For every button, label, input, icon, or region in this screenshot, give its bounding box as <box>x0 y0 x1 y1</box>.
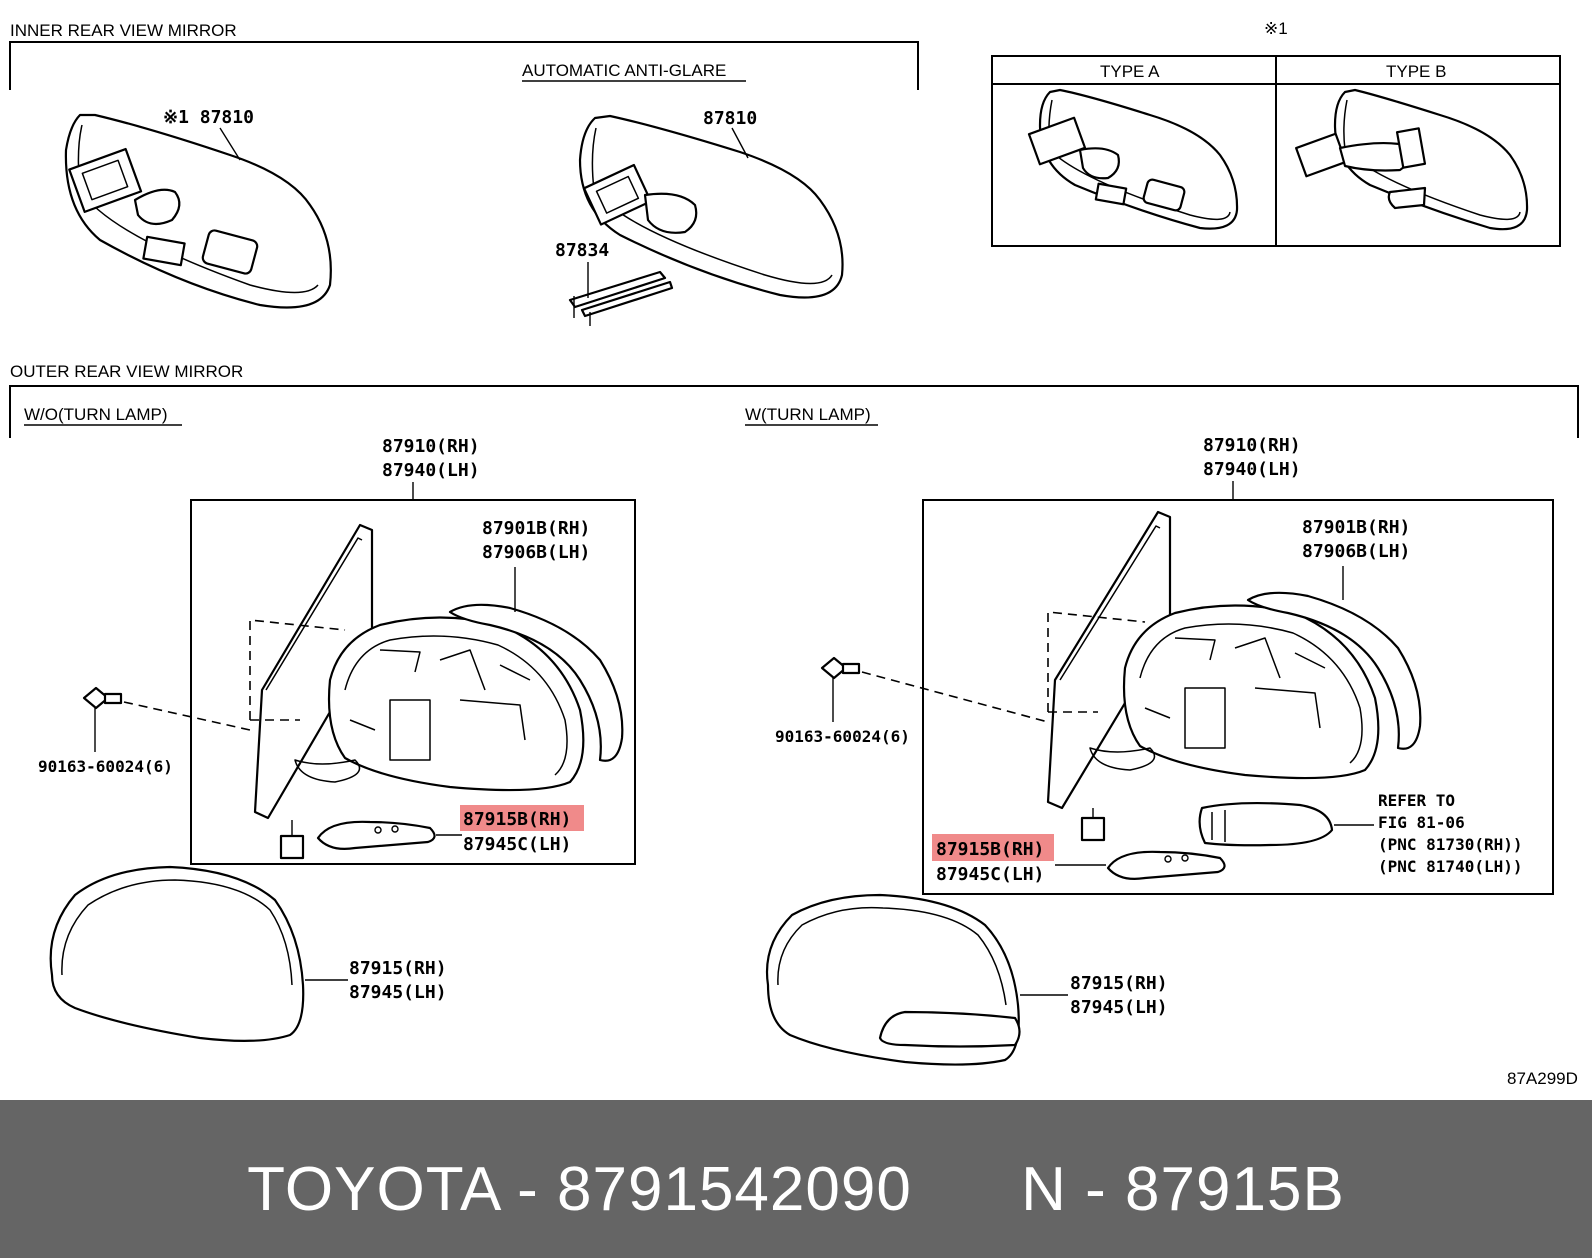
refer-line-4: (PNC 81740(LH)) <box>1378 857 1523 876</box>
left-cover-lh: 87945(LH) <box>349 982 447 1003</box>
mirror1-part-label: ※1 87810 <box>163 107 254 128</box>
left-glass-lh: 87906B(LH) <box>482 542 590 563</box>
right-heater-highlight <box>932 834 1054 861</box>
mirror2-part-label: 87810 <box>703 108 757 129</box>
auto-antiglare-title: AUTOMATIC ANTI-GLARE <box>522 61 726 80</box>
parts-diagram: INNER REAR VIEW MIRROR AUTOMATIC ANTI-GL… <box>9 19 1579 1088</box>
clip-part-label: 87834 <box>555 240 609 261</box>
left-mirror-assembly <box>249 523 624 860</box>
right-heater-rh: 87915B(RH) <box>936 839 1044 860</box>
left-cover-rh: 87915(RH) <box>349 958 447 979</box>
right-assy-rh: 87910(RH) <box>1203 435 1301 456</box>
left-screw <box>82 686 251 752</box>
left-assy-rh: 87910(RH) <box>382 436 480 457</box>
right-glass-rh: 87901B(RH) <box>1302 517 1410 538</box>
outer-section-title: OUTER REAR VIEW MIRROR <box>10 362 243 381</box>
right-cover-rh: 87915(RH) <box>1070 973 1168 994</box>
left-cover <box>49 865 348 1042</box>
refer-line-1: REFER TO <box>1378 791 1455 810</box>
outer-section: OUTER REAR VIEW MIRROR W/O(TURN LAMP) 87… <box>9 362 1579 1088</box>
type-b-label: TYPE B <box>1386 62 1446 81</box>
right-assy-box <box>922 499 1554 895</box>
footer-part-number: TOYOTA - 8791542090 N - 87915B <box>247 1155 1345 1224</box>
right-screw <box>820 656 1049 723</box>
note-mark: ※1 <box>1264 19 1288 38</box>
left-title: W/O(TURN LAMP) <box>24 405 168 424</box>
right-mirror-assembly <box>1046 510 1422 880</box>
left-assy-lh: 87940(LH) <box>382 460 480 481</box>
type-a-mirror <box>1027 88 1239 230</box>
right-screw-label: 90163-60024(6) <box>775 727 910 746</box>
type-b-mirror <box>1295 88 1529 231</box>
left-heater-lh: 87945C(LH) <box>463 834 571 855</box>
type-a-label: TYPE A <box>1100 62 1160 81</box>
inner-section: INNER REAR VIEW MIRROR AUTOMATIC ANTI-GL… <box>9 19 1561 326</box>
inner-section-title: INNER REAR VIEW MIRROR <box>10 21 237 40</box>
right-cover <box>766 893 1068 1066</box>
diagram-code: 87A299D <box>1507 1069 1578 1088</box>
footer-bar: TOYOTA - 8791542090 N - 87915B <box>0 1100 1592 1258</box>
refer-line-3: (PNC 81730(RH)) <box>1378 835 1523 854</box>
left-assy-box <box>190 499 636 865</box>
outer-section-bracket <box>9 385 1579 438</box>
right-cover-lh: 87945(LH) <box>1070 997 1168 1018</box>
right-heater-lh: 87945C(LH) <box>936 864 1044 885</box>
right-assy-lh: 87940(LH) <box>1203 459 1301 480</box>
inner-mirror-2 <box>578 114 844 299</box>
right-glass-lh: 87906B(LH) <box>1302 541 1410 562</box>
inner-clip <box>568 262 674 326</box>
left-heater-highlight <box>460 805 584 831</box>
left-screw-label: 90163-60024(6) <box>38 757 173 776</box>
right-title: W(TURN LAMP) <box>745 405 871 424</box>
refer-line-2: FIG 81-06 <box>1378 813 1465 832</box>
inner-section-bracket <box>9 41 919 90</box>
inner-mirror-1 <box>64 113 332 309</box>
left-glass-rh: 87901B(RH) <box>482 518 590 539</box>
left-heater-rh: 87915B(RH) <box>463 809 571 830</box>
